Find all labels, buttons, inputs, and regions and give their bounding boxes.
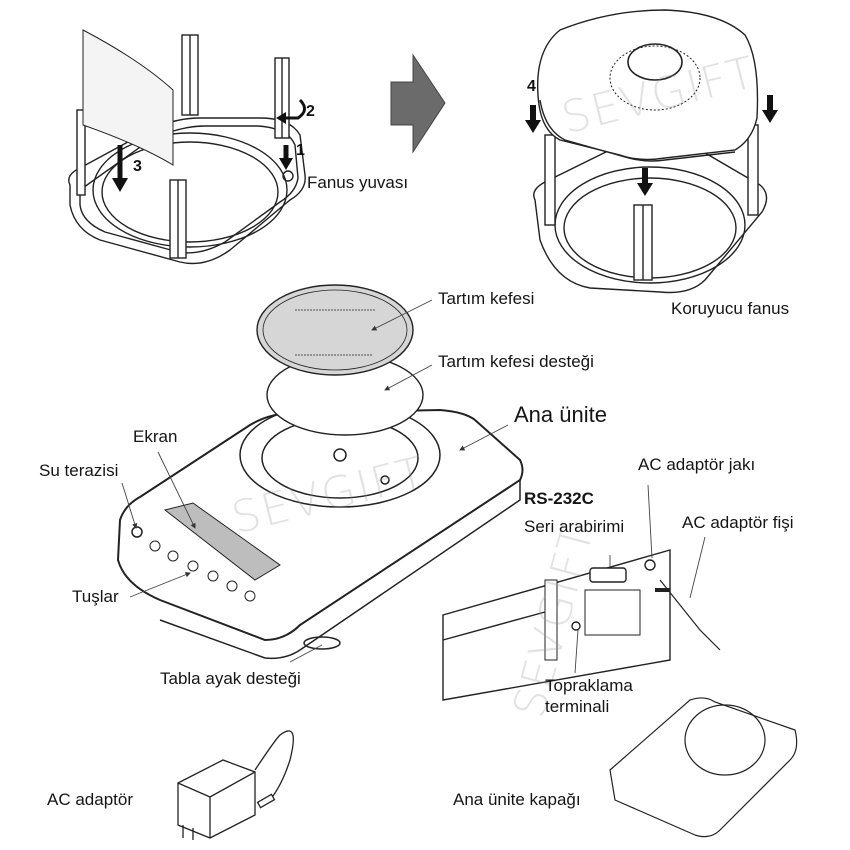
key-buttons (149, 540, 256, 602)
step-number-1: 1 (296, 142, 305, 159)
label-terminali: terminali (545, 697, 610, 716)
label-topraklama: Topraklama (545, 676, 633, 695)
weighing-pan-group (256, 284, 424, 436)
label-fanus-yuvasi: Fanus yuvası (307, 173, 409, 192)
label-ana-unite: Ana ünite (514, 402, 607, 427)
ac-adapter-drawing (177, 730, 294, 840)
step-number-3: 3 (133, 158, 142, 175)
label-su-terazisi: Su terazisi (39, 461, 119, 480)
step-number-2: 2 (306, 103, 315, 120)
label-ac-adaptor-jaki: AC adaptör jakı (638, 455, 756, 474)
label-rs232c: RS-232C (524, 489, 594, 508)
step-arrows-right (525, 95, 778, 196)
label-ac-adaptor: AC adaptör (47, 790, 133, 809)
label-ana-unite-kapagi: Ana ünite kapağı (453, 790, 581, 809)
label-koruyucu-fanus: Koruyucu fanus (671, 299, 790, 318)
leader-lines (121, 299, 706, 674)
main-unit (116, 402, 524, 660)
step-arrows-left (112, 98, 306, 192)
label-tuslar: Tuşlar (72, 587, 119, 606)
next-step-arrow-icon (390, 53, 446, 154)
rear-panel (442, 549, 721, 701)
fanus-base-assembly (68, 29, 306, 265)
label-tartim-kefesi: Tartım kefesi (438, 289, 535, 308)
main-unit-cover-drawing (609, 697, 798, 838)
step-number-4: 4 (527, 78, 536, 95)
label-ac-adaptor-fisi: AC adaptör fişi (682, 513, 794, 532)
label-seri-arabirimi: Seri arabirimi (524, 517, 625, 536)
label-tartim-kefesi-destegi: Tartım kefesi desteği (438, 352, 594, 371)
label-ekran: Ekran (133, 427, 178, 446)
label-tabla-ayak-destegi: Tabla ayak desteği (160, 669, 301, 688)
protective-fanus (533, 9, 768, 294)
